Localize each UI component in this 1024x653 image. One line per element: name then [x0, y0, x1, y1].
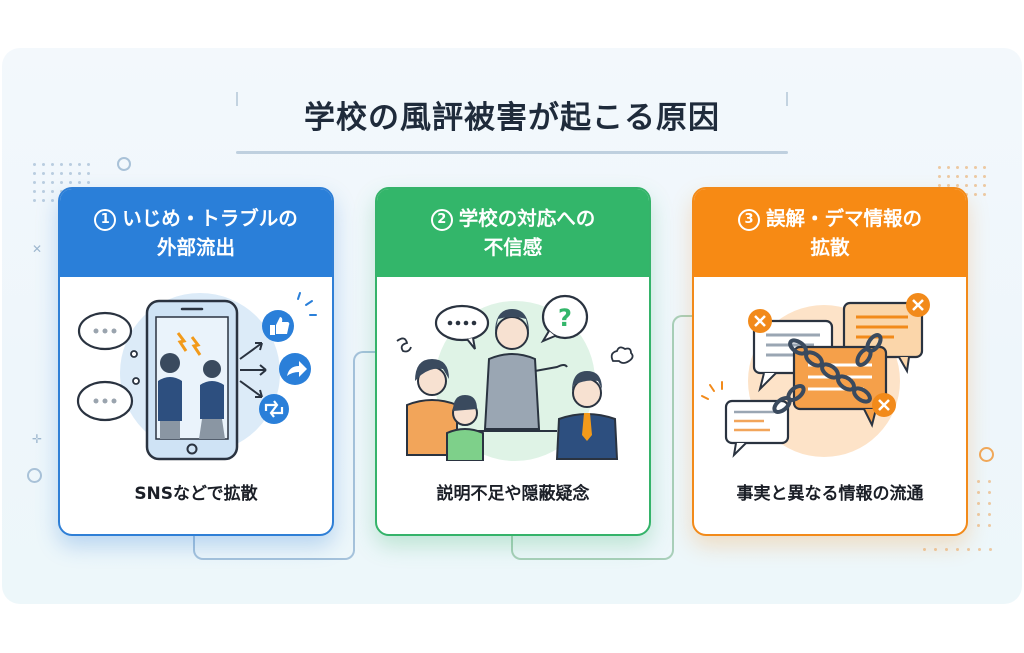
child-figure	[446, 395, 484, 461]
message-bubble-icon	[842, 301, 924, 375]
frustration-swirl-icon	[396, 337, 412, 353]
heading-line-2: 外部流出	[156, 236, 235, 259]
emphasis-lines-icon	[701, 381, 723, 400]
connector-line-2-3-riser	[672, 315, 694, 550]
ring-decoration	[27, 468, 42, 483]
page-title: 学校の風評被害が起こる原因	[304, 100, 720, 136]
sparkle-decoration: ✕	[32, 242, 43, 256]
thumbs-up-icon	[262, 310, 294, 342]
number-badge: 1	[94, 208, 117, 231]
smartphone-icon	[145, 299, 239, 461]
retweet-icon	[259, 394, 289, 424]
svg-text:?: ?	[558, 304, 572, 332]
teacher-and-parents-illustration: ?	[396, 294, 634, 461]
heading-line-1: 誤解・デマ情報の	[765, 207, 922, 230]
share-icon	[279, 353, 311, 385]
question-bubble-icon: ?	[540, 294, 589, 344]
father-figure	[555, 371, 619, 460]
card-caption: 事実と異なる情報の流通	[736, 484, 924, 504]
heading-line-1: 学校の対応への	[458, 207, 596, 230]
title-block: 学校の風評被害が起こる原因	[236, 86, 788, 154]
heading-line-2: 不信感	[483, 236, 543, 259]
title-tick-right	[786, 92, 788, 106]
sparkle-decoration: ✛	[32, 432, 43, 446]
card-caption: 説明不足や隠蔽疑念	[436, 484, 590, 504]
arrows-icon	[239, 342, 267, 398]
heading-line-2: 拡散	[810, 236, 850, 259]
x-mark-icon	[906, 293, 930, 317]
x-mark-icon	[872, 393, 896, 417]
chained-messages-illustration	[701, 293, 930, 458]
anger-puff-icon	[610, 346, 634, 364]
title-tick-left	[236, 92, 238, 106]
dot-row-decoration-right	[923, 548, 992, 551]
card-caption: SNSなどで拡散	[134, 484, 258, 504]
message-bubble-icon	[724, 399, 790, 458]
ring-decoration	[117, 157, 131, 171]
connector-line-2-3	[511, 535, 674, 560]
number-badge: 2	[430, 208, 453, 231]
emphasis-lines-icon	[297, 292, 317, 316]
connector-line-1-2-riser	[353, 351, 377, 551]
mother-figure	[406, 359, 458, 456]
number-badge: 3	[737, 208, 760, 231]
speech-bubble-icon	[76, 377, 140, 422]
dot-column-decoration-right	[977, 480, 991, 527]
chain-icon	[772, 333, 883, 414]
heading-line-1: いじめ・トラブルの	[122, 207, 298, 230]
ring-decoration	[979, 447, 994, 462]
title-underline	[236, 151, 788, 154]
speech-bubble-icon	[77, 311, 138, 358]
teacher-figure	[477, 309, 568, 432]
speech-bubble-icon	[434, 304, 490, 350]
x-mark-icon	[748, 309, 772, 333]
smartphone-conflict-illustration	[76, 292, 317, 461]
connector-line-1-2	[193, 535, 355, 560]
